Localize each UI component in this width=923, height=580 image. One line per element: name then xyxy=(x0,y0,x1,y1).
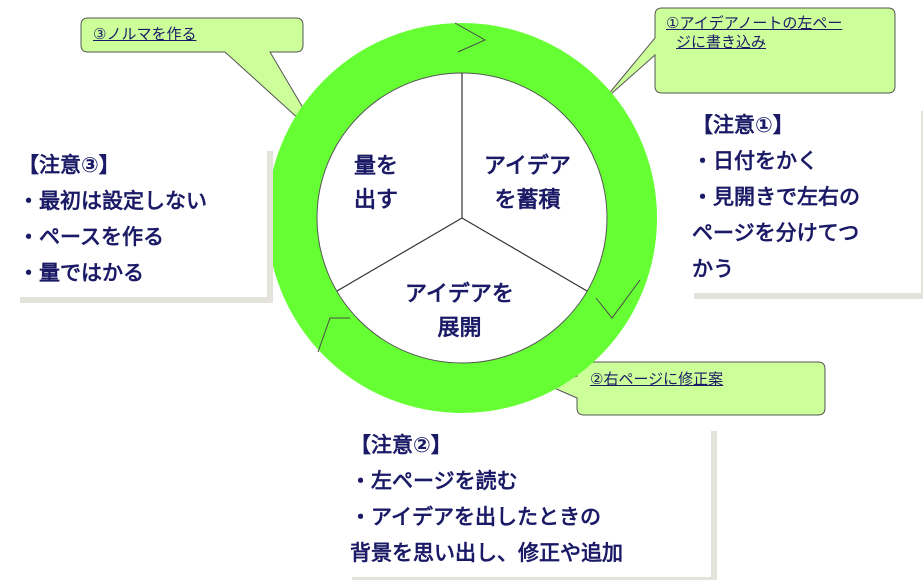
note-1: 【注意①】 ・日付をかく ・見開きで左右の ページを分けてつ かう xyxy=(688,105,921,293)
note-2: 【注意②】 ・左ページを読む ・アイデアを出したときの 背景を思い出し、修正や追… xyxy=(346,425,711,577)
note-1-line-1: ・日付をかく xyxy=(692,149,818,173)
note-3: 【注意③】 ・最初は設定しない ・ペースを作る ・量ではかる xyxy=(14,145,267,297)
note-2-heading: 【注意②】 xyxy=(350,433,452,457)
callout-2-text: ②右ページに修正案 xyxy=(590,370,723,389)
divider-left xyxy=(336,217,463,292)
segment-develop-line-2: 展開 xyxy=(437,316,482,341)
callout-1-bubble xyxy=(601,7,896,103)
segment-output-label: 量を 出す xyxy=(354,150,398,218)
cycle-ring xyxy=(267,23,657,413)
segment-develop-line-1: アイデアを xyxy=(405,282,514,307)
segment-output-line-1: 量を xyxy=(354,154,399,179)
callout-1-line-2: ジに書き込み xyxy=(676,33,767,51)
segment-develop-label: アイデアを 展開 xyxy=(405,278,514,346)
note-1-heading: 【注意①】 xyxy=(692,113,794,137)
segment-accumulate-line-2: を蓄積 xyxy=(494,188,561,213)
callout-2-line-1: ②右ページに修正案 xyxy=(590,370,724,388)
callout-1-text: ①アイデアノートの左ペー ジに書き込み xyxy=(666,14,842,52)
arrow-notch-top xyxy=(454,22,487,53)
callout-3-text: ③ノルマを作る xyxy=(93,25,196,44)
arrow-notch-right xyxy=(595,279,641,319)
note-1-line-4: かう xyxy=(692,257,734,281)
segment-output-line-2: 出す xyxy=(354,188,399,213)
note-3-line-2: ・ペースを作る xyxy=(18,225,164,249)
note-3-heading: 【注意③】 xyxy=(18,153,120,177)
segment-accumulate-line-1: アイデア xyxy=(484,154,571,179)
note-1-line-2: ・見開きで左右の xyxy=(692,185,860,209)
note-2-line-2: ・アイデアを出したときの xyxy=(350,505,601,529)
note-2-line-3: 背景を思い出し、修正や追加 xyxy=(350,541,623,565)
note-1-line-3: ページを分けてつ xyxy=(692,221,860,245)
segment-accumulate-label: アイデア を蓄積 xyxy=(484,150,571,218)
callout-3-line-1: ③ノルマを作る xyxy=(93,25,197,43)
note-2-line-1: ・左ページを読む xyxy=(350,469,518,493)
note-3-line-1: ・最初は設定しない xyxy=(18,189,207,213)
callout-1-line-1: ①アイデアノートの左ペー xyxy=(666,14,843,32)
note-3-line-3: ・量ではかる xyxy=(18,261,144,285)
divider-right xyxy=(461,217,588,292)
callout-3-bubble xyxy=(80,17,323,141)
arrow-notch-left xyxy=(317,317,350,353)
